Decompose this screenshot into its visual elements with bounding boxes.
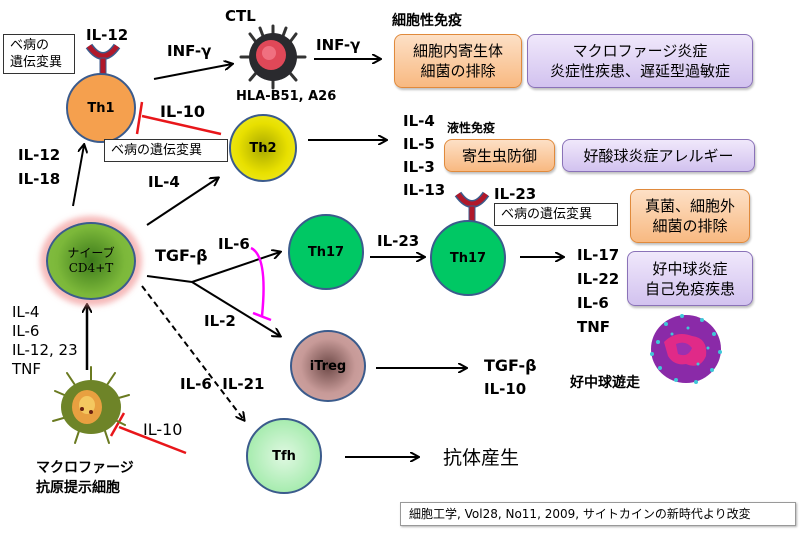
- cell-itreg-label: iTreg: [309, 358, 347, 374]
- th17-orange-line1: 真菌、細胞外: [644, 197, 735, 215]
- cellular-purple-box: マクロファージ炎症 炎症性疾患、遅延型過敏症: [527, 34, 753, 88]
- label-inf-gamma-th1: INF-γ: [167, 42, 212, 60]
- arrow-branch-to-th17: [191, 252, 280, 283]
- il12-receptor-label: IL-12: [86, 26, 129, 44]
- cell-th1: Th1: [66, 73, 136, 143]
- humoral-orange-box: 寄生虫防御: [444, 139, 555, 172]
- macrophage-label-line2: 抗原提示細胞: [36, 480, 120, 496]
- arrow-naive-to-th1: [72, 145, 84, 207]
- cellular-purple-line1: マクロファージ炎症: [572, 42, 708, 60]
- th2-cytokine-il5: IL-5: [403, 135, 435, 153]
- cell-th17-first-label: Th17: [307, 244, 345, 260]
- arrow-branch-to-itreg: [191, 281, 280, 336]
- th17-purple-line1: 好中球炎症: [652, 259, 728, 278]
- inhibit-il6-itreg: [250, 246, 272, 322]
- humoral-purple-text: 好酸球炎症アレルギー: [583, 146, 734, 165]
- th2-cytokine-il3: IL-3: [403, 158, 435, 176]
- label-macrophage-il12-23: IL-12, 23: [12, 341, 78, 359]
- mutation-box-th17: ベ病の遺伝変異: [494, 203, 618, 226]
- cell-tfh: Tfh: [246, 418, 322, 494]
- neutrophil-migration-label: 好中球遊走: [570, 375, 640, 391]
- cell-itreg: iTreg: [290, 330, 366, 402]
- naive-label-line2: CD4+T: [68, 261, 114, 275]
- source-credit: 細胞工学, Vol28, No11, 2009, サイトカインの新時代より改変: [400, 502, 796, 526]
- label-il4: IL-4: [148, 173, 180, 191]
- itreg-cytokine-il10: IL-10: [484, 380, 527, 398]
- humoral-purple-box: 好酸球炎症アレルギー: [562, 139, 755, 172]
- ctl-cell-icon: [239, 24, 307, 90]
- macrophage-label-line1: マクロファージ: [36, 460, 134, 476]
- cellular-purple-line2: 炎症性疾患、遅延型過敏症: [549, 62, 730, 80]
- il12-receptor-icon: [85, 43, 121, 76]
- mutation-th1-line1: ベ病の: [10, 38, 50, 53]
- cell-th17-first: Th17: [288, 214, 364, 290]
- arrow-naive-to-th2: [146, 178, 218, 226]
- th17-cytokine-tnf: TNF: [577, 318, 611, 336]
- cellular-orange-line2: 細菌の排除: [420, 62, 496, 80]
- th17-cytokine-il17: IL-17: [577, 246, 620, 264]
- label-macrophage-tnf: TNF: [12, 360, 42, 378]
- th17-orange-box: 真菌、細胞外 細菌の排除: [630, 189, 750, 243]
- il23-receptor-icon: [454, 191, 490, 224]
- naive-label-line1: ナイーブ: [67, 246, 115, 260]
- label-il10-th2-th1: IL-10: [160, 102, 206, 121]
- arrow-naive-to-tfh: [141, 285, 244, 420]
- cell-th1-label: Th1: [87, 100, 115, 116]
- th17-purple-line2: 自己免疫疾患: [644, 279, 735, 298]
- cellular-orange-box: 細胞内寄生体 細菌の排除: [394, 34, 522, 88]
- tfh-output-antibody-production: 抗体産生: [443, 447, 520, 469]
- line-naive-to-branch: [146, 275, 193, 283]
- ctl-hla-label: HLA-B51, A26: [236, 89, 337, 104]
- inhibit-il10-th2-th1: [135, 101, 222, 136]
- label-tgf-beta: TGF-β: [155, 246, 208, 265]
- humoral-immunity-title: 液性免疫: [447, 121, 496, 135]
- th17-cytokine-il22: IL-22: [577, 270, 620, 288]
- label-inf-gamma-ctl: INF-γ: [316, 36, 361, 54]
- cell-th17-second-label: Th17: [449, 250, 487, 266]
- th2-cytokine-il13: IL-13: [403, 181, 446, 199]
- label-il2: IL-2: [204, 312, 236, 330]
- th17-cytokine-il6: IL-6: [577, 294, 609, 312]
- label-il10-macrophage: IL-10: [143, 420, 183, 439]
- inhibit-il10-macrophage: [109, 412, 187, 455]
- mutation-box-th2: ベ病の遺伝変異: [104, 139, 228, 162]
- label-il12: IL-12: [18, 146, 61, 164]
- label-il6-il21: IL-6 IL-21: [180, 375, 265, 393]
- cell-th2: Th2: [229, 114, 297, 182]
- mutation-box-th1: ベ病の 遺伝変異: [3, 34, 75, 74]
- th17-orange-line2: 細菌の排除: [652, 217, 728, 235]
- mutation-th1-line2: 遺伝変異: [10, 55, 63, 70]
- cell-naive-cd4t: ナイーブ CD4+T: [46, 222, 136, 300]
- cell-th2-label: Th2: [249, 140, 277, 156]
- th17-purple-box: 好中球炎症 自己免疫疾患: [627, 251, 753, 306]
- macrophage-cell-icon: [52, 366, 130, 444]
- th2-cytokine-il4: IL-4: [403, 112, 435, 130]
- humoral-orange-text: 寄生虫防御: [461, 146, 537, 165]
- itreg-cytokine-tgf-beta: TGF-β: [484, 356, 537, 375]
- cell-tfh-label: Tfh: [272, 448, 296, 464]
- label-macrophage-il6: IL-6: [12, 322, 40, 340]
- neutrophil-cell-icon: [650, 314, 722, 384]
- cell-th17-second: Th17: [430, 220, 506, 296]
- il23-receptor-label: IL-23: [494, 185, 537, 203]
- cellular-immunity-title: 細胞性免疫: [392, 13, 462, 29]
- ctl-label: CTL: [225, 7, 256, 25]
- label-il18: IL-18: [18, 170, 61, 188]
- label-il6: IL-6: [218, 235, 250, 253]
- label-macrophage-il4: IL-4: [12, 303, 40, 321]
- arrow-th1-to-ctl: [153, 64, 232, 80]
- label-il23-arrow: IL-23: [377, 232, 420, 250]
- cellular-orange-line1: 細胞内寄生体: [412, 42, 503, 60]
